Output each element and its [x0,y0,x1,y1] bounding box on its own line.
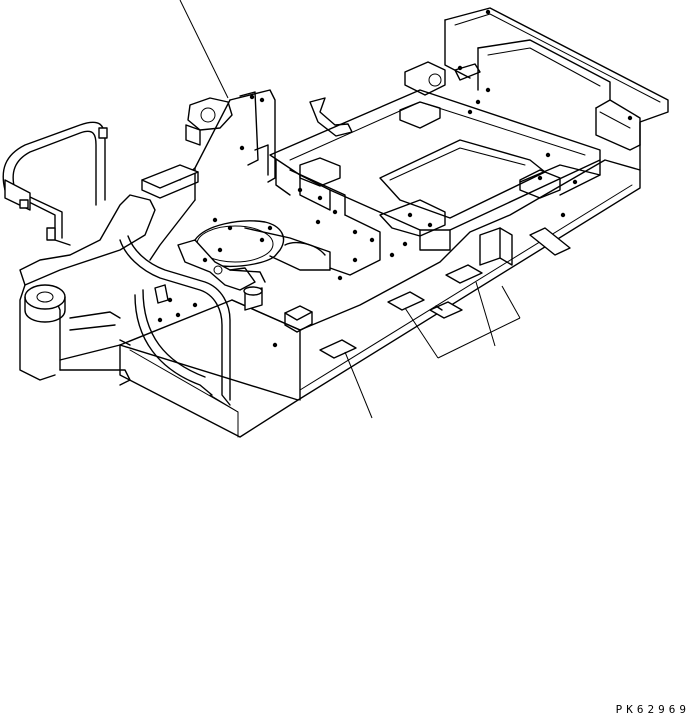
inspection-covers [319,264,483,359]
pad-blocks [141,164,313,333]
center-frame [269,89,601,251]
side-rail [275,101,601,276]
guard-rail-lower [119,235,231,406]
rear-box [479,227,513,266]
boom-pivot-boss [24,284,66,323]
front-base-block [119,344,299,438]
drawing-code: PK62969 [615,703,690,716]
upper-bracket [185,97,233,146]
rear-frame [444,7,669,171]
swing-bracket [177,239,266,291]
rear-bracket [404,61,481,96]
guard-rail-upper [2,121,108,246]
cylinder [243,286,263,311]
mounting-tab [309,97,353,137]
swing-bearing [194,220,331,271]
cover-latch [429,301,463,319]
bolt-holes [157,9,633,348]
boom-foot-plate [149,89,276,261]
leader-lines [179,0,521,419]
rear-tab [529,227,571,256]
